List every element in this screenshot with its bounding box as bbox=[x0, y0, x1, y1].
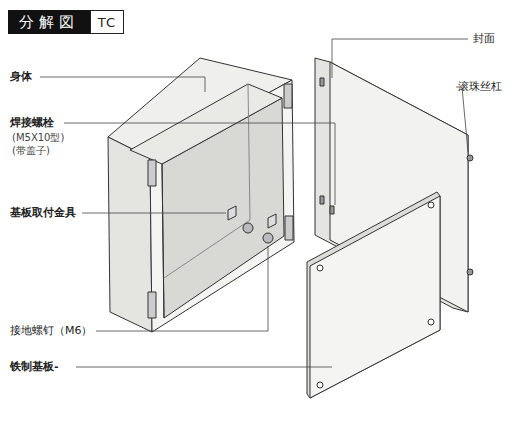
latch bbox=[284, 84, 292, 108]
part-spec: (M5X10型) bbox=[12, 131, 64, 144]
leader-line bbox=[82, 213, 226, 214]
leader-line bbox=[64, 123, 335, 205]
header-title: 分解図 bbox=[19, 13, 79, 32]
part-name: 焊接螺栓 bbox=[10, 116, 54, 129]
part-name: 身体 bbox=[10, 70, 32, 83]
mount-bracket bbox=[228, 206, 236, 220]
latch bbox=[148, 160, 156, 186]
model-code: TC bbox=[98, 15, 116, 30]
iron-base-plate bbox=[310, 196, 440, 398]
part-name: 封面 bbox=[473, 32, 495, 45]
ground-screw bbox=[243, 223, 253, 233]
header-title-box: 分解図 bbox=[8, 10, 90, 34]
latch bbox=[285, 216, 293, 240]
ground-screw bbox=[263, 233, 273, 243]
part-name: 滚珠丝杠 bbox=[458, 80, 502, 93]
leader-line bbox=[76, 367, 332, 368]
body-side bbox=[108, 137, 152, 332]
body-inner-wall bbox=[130, 84, 282, 164]
mount-bracket bbox=[268, 214, 276, 228]
leader-line bbox=[40, 77, 205, 92]
latch bbox=[148, 292, 156, 318]
leader-line bbox=[456, 87, 468, 152]
part-name: 铁制基板- bbox=[10, 360, 59, 373]
model-code-box: TC bbox=[90, 10, 124, 34]
leader-line bbox=[332, 39, 468, 78]
leader-line bbox=[96, 246, 268, 331]
part-spec: (带盖子) bbox=[12, 144, 50, 157]
part-name: 接地螺钉（M6） bbox=[10, 324, 93, 337]
part-name: 基板取付金具 bbox=[10, 206, 76, 219]
